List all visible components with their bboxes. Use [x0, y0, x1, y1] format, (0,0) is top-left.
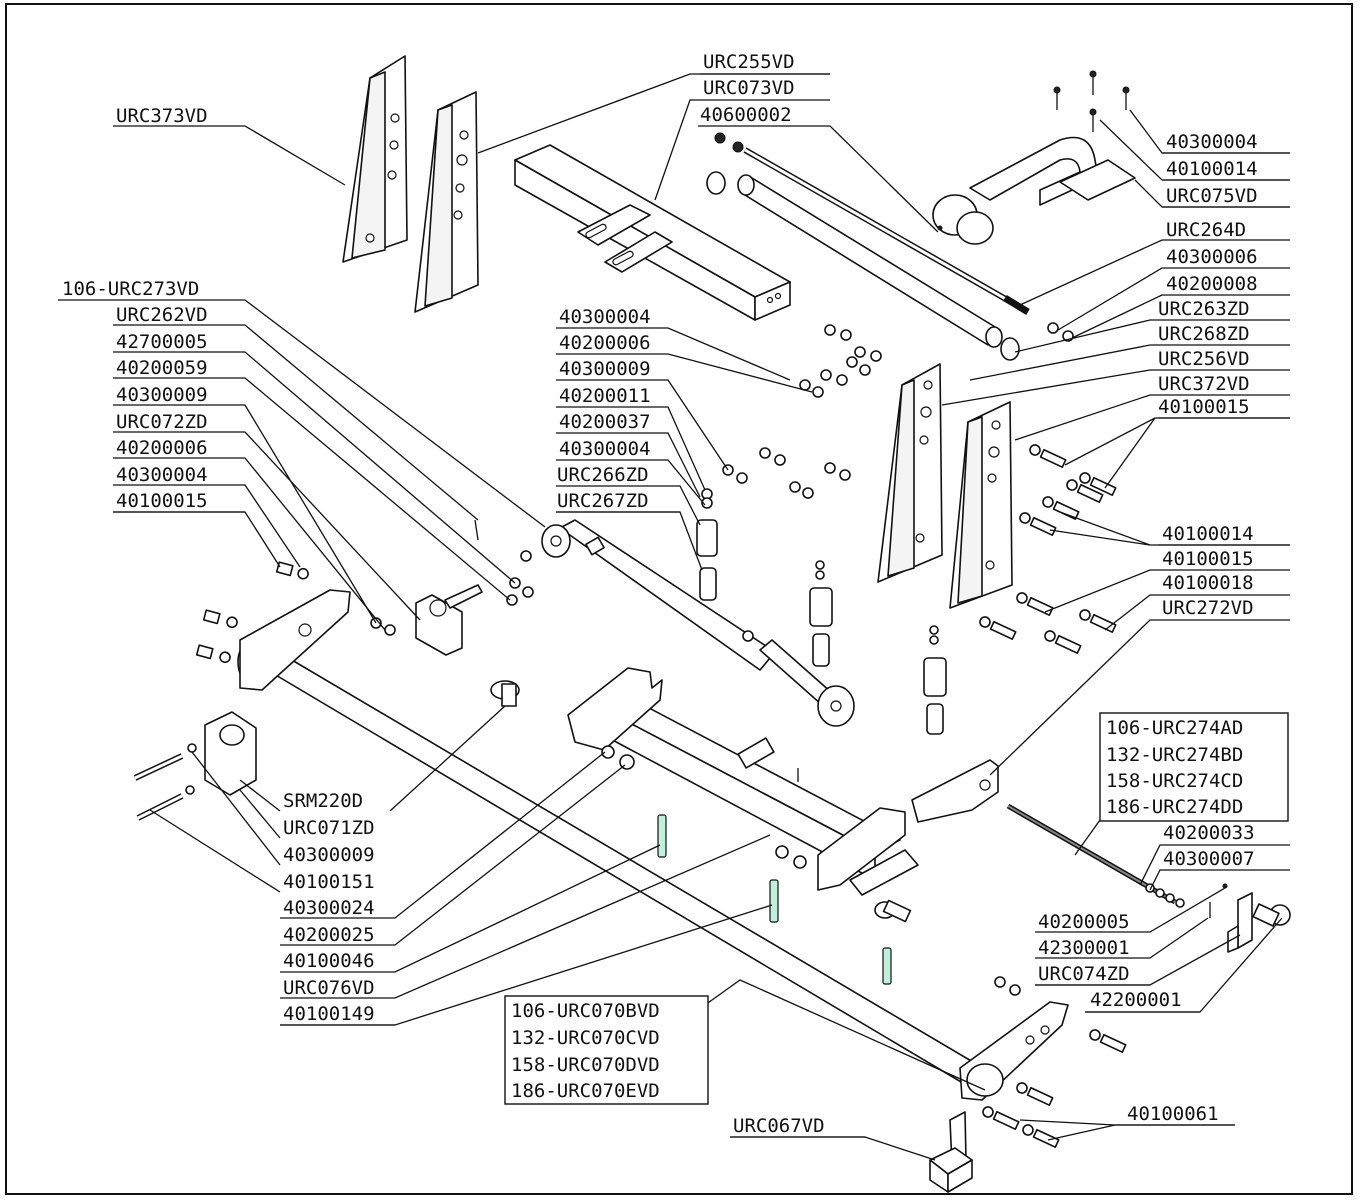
label-urc262vd: URC262VD	[116, 304, 208, 326]
variant-urc274-4: 186-URC274DD	[1106, 796, 1243, 818]
variant-urc070-3: 158-URC070DVD	[511, 1054, 660, 1076]
bracket-urc272vd	[911, 759, 999, 823]
label-40200025: 40200025	[283, 924, 375, 946]
label-40100061: 40100061	[1127, 1103, 1219, 1125]
rod-urc274	[1006, 803, 1185, 908]
variant-urc070-4: 186-URC070EVD	[511, 1080, 660, 1102]
label-urc266zd: URC266ZD	[557, 464, 649, 486]
bracket-urc072zd	[370, 584, 483, 656]
label-urc071zd: URC071ZD	[283, 817, 375, 839]
label-urc268zd: URC268ZD	[1158, 323, 1250, 345]
label-40100149: 40100149	[283, 1003, 375, 1025]
bolts-right	[979, 444, 1127, 1148]
label-urc272vd: URC272VD	[1162, 597, 1254, 619]
variant-urc274-1: 106-URC274AD	[1106, 717, 1243, 739]
block-urc071zd	[133, 680, 520, 821]
label-40200037: 40200037	[559, 411, 651, 433]
label-40200059: 40200059	[116, 357, 208, 379]
label-40200033: 40200033	[1163, 822, 1255, 844]
tube-urc073vd	[514, 144, 791, 321]
label-urc072zd: URC072ZD	[116, 411, 208, 433]
label-urc074zd: URC074ZD	[1038, 963, 1130, 985]
label-40200006-a: 40200006	[116, 437, 208, 459]
label-40100151: 40100151	[283, 871, 375, 893]
label-urc076vd: URC076VD	[283, 977, 375, 999]
variant-urc274-2: 132-URC274BD	[1106, 744, 1243, 766]
label-106-urc273vd: 106-URC273VD	[62, 278, 199, 300]
label-srm220d: SRM220D	[283, 790, 363, 812]
label-40300004-b: 40300004	[116, 464, 208, 486]
pins	[657, 814, 892, 985]
label-40100018: 40100018	[1162, 572, 1254, 594]
plate-urc256vd	[877, 363, 943, 583]
tube-urc263zd	[706, 171, 1020, 361]
label-urc267zd: URC267ZD	[557, 490, 649, 512]
label-underlines	[113, 73, 1290, 1138]
label-40100014-a: 40100014	[1166, 158, 1258, 180]
label-40300009-a: 40300009	[116, 384, 208, 406]
label-40300004-a: 40300004	[1166, 131, 1258, 153]
plate-urc255vd	[414, 91, 479, 313]
label-40300004-d: 40300004	[559, 438, 651, 460]
label-42200001: 42200001	[1090, 989, 1182, 1011]
label-40200008: 40200008	[1166, 273, 1258, 295]
variant-urc274-3: 158-URC274CD	[1106, 770, 1243, 792]
label-42700005: 42700005	[116, 331, 208, 353]
label-40100015-c: 40100015	[1162, 548, 1254, 570]
label-42300001: 42300001	[1038, 937, 1130, 959]
label-40100015-b: 40100015	[116, 490, 208, 512]
label-urc256vd: URC256VD	[1158, 348, 1250, 370]
label-urc073vd: URC073VD	[703, 77, 795, 99]
plate-urc372vd	[949, 401, 1013, 609]
variant-box-urc274: 106-URC274AD 132-URC274BD 158-URC274CD 1…	[1099, 712, 1289, 822]
label-40300024: 40300024	[283, 897, 375, 919]
cylinder-106-urc273vd	[474, 519, 855, 727]
label-40300004-c: 40300004	[559, 306, 651, 328]
bracket-urc075vd	[932, 70, 1136, 245]
bolts-left	[195, 561, 309, 664]
label-40600002: 40600002	[700, 104, 792, 126]
label-40300009-b: 40300009	[559, 358, 651, 380]
variant-box-urc070: 106-URC070BVD 132-URC070CVD 158-URC070DV…	[504, 995, 709, 1105]
label-40300006: 40300006	[1166, 246, 1258, 268]
crossbar-urc076vd	[567, 667, 919, 923]
label-40300007: 40300007	[1163, 848, 1255, 870]
leader-lines	[58, 73, 1290, 1161]
beam-urc070	[237, 589, 1069, 1101]
label-40200006-b: 40200006	[559, 332, 651, 354]
label-urc067vd: URC067VD	[733, 1115, 825, 1137]
label-urc373vd: URC373VD	[116, 105, 208, 127]
label-40200005: 40200005	[1038, 911, 1130, 933]
label-40100046: 40100046	[283, 950, 375, 972]
drawing-frame	[5, 3, 1353, 1195]
bushings	[696, 488, 947, 735]
plate-urc373vd	[342, 55, 408, 263]
variant-urc070-1: 106-URC070BVD	[511, 1000, 660, 1022]
variant-urc070-2: 132-URC070CVD	[511, 1027, 660, 1049]
label-40100015-a: 40100015	[1158, 396, 1250, 418]
label-urc372vd: URC372VD	[1158, 373, 1250, 395]
label-urc264d: URC264D	[1166, 219, 1246, 241]
label-urc263zd: URC263ZD	[1158, 298, 1250, 320]
bracket-urc074zd	[1209, 883, 1291, 953]
label-40100014-b: 40100014	[1162, 523, 1254, 545]
label-40300009-c: 40300009	[283, 844, 375, 866]
clip-urc067vd	[929, 1111, 973, 1193]
rod-urc264d	[714, 132, 1030, 315]
label-40200011: 40200011	[559, 385, 651, 407]
label-urc075vd: URC075VD	[1166, 185, 1258, 207]
label-urc255vd: URC255VD	[703, 51, 795, 73]
part-labels: URC373VD URC255VD URC073VD 40600002 4030…	[62, 51, 1258, 1137]
